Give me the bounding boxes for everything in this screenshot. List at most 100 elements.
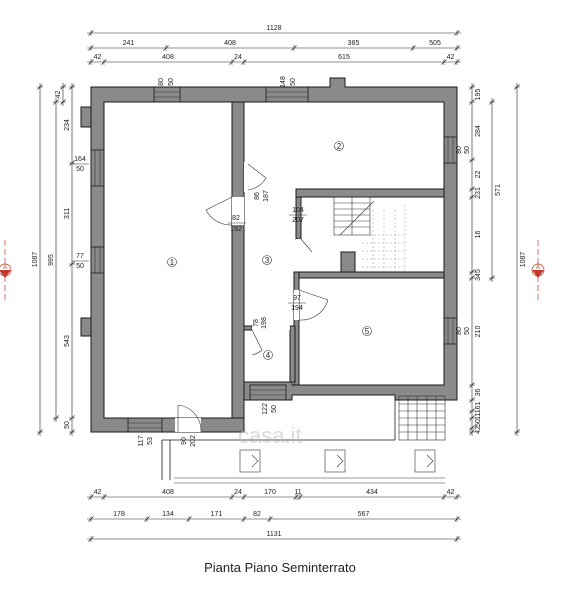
dim-bot-row2-2: 171	[211, 511, 223, 518]
door-swing-room5	[298, 289, 329, 321]
window-left-1	[90, 149, 105, 187]
open-w-right2-width: 80	[456, 327, 463, 335]
dim-bot-total-0: 1131	[266, 531, 281, 538]
dim-left-col2-0: 234	[64, 119, 71, 131]
dim-top-row2-1: 408	[224, 40, 236, 47]
open-d5-width: 97	[293, 295, 301, 302]
dim-right-col1-7: 36	[475, 389, 482, 397]
window-bottom-1	[127, 417, 163, 433]
open-d5-height: 194	[291, 305, 303, 312]
exterior-wall	[90, 77, 458, 433]
watermark: casa.it	[238, 423, 302, 448]
open-w-right2-height: 50	[464, 327, 471, 335]
door-swing-room1	[205, 196, 233, 226]
door-swing-room3-top	[247, 163, 267, 191]
dim-right-col1-5: 345	[475, 269, 482, 281]
windows	[90, 86, 458, 433]
dim-left-total-0: 1087	[32, 252, 39, 268]
open-w-left2-height: 50	[76, 263, 84, 270]
section-label-right: A	[536, 265, 540, 271]
dim-right-col1-6: 210	[475, 326, 482, 338]
dim-right-col1-4: 16	[475, 231, 482, 239]
interior-wall-room2-bottom	[295, 188, 445, 198]
dim-top-row2-0: 241	[123, 40, 135, 47]
open-w-right1-width: 80	[456, 146, 463, 154]
open-w-left1-width: 164	[74, 156, 86, 163]
dim-left-col3-0: 42	[55, 91, 62, 99]
interior-wall-room4-top	[243, 325, 253, 331]
room-label-5: 5	[365, 327, 370, 336]
open-dstair-width: 104	[292, 207, 304, 214]
dim-right-col1-3: 231	[475, 187, 482, 199]
dim-right-col1-10: 50	[475, 419, 482, 427]
interior-wall-room4-right	[289, 325, 296, 383]
dim-right-col1-1: 284	[475, 125, 482, 137]
dim-right-col1-2: 22	[475, 171, 482, 179]
open-w-bot2-height: 50	[271, 405, 278, 413]
dim-top-row3-2: 24	[234, 54, 242, 61]
dim-bot-row2-4: 567	[358, 511, 370, 518]
open-w-top1-height: 50	[168, 78, 175, 86]
open-w-top2-width: 148	[280, 76, 287, 88]
plan-title: Pianta Piano Seminterrato	[204, 560, 356, 575]
open-w-bot1-width: 117	[138, 435, 145, 446]
door-swing-room4	[251, 329, 263, 356]
door-swing-stair	[300, 238, 313, 253]
dim-right-col1-0: 195	[475, 89, 482, 101]
room-label-3: 3	[265, 256, 270, 265]
dim-bot-row2-1: 134	[162, 511, 174, 518]
pilaster-left-top	[80, 106, 92, 128]
dim-right-col1-9: 111	[475, 409, 482, 420]
dim-bot-row1-6: 42	[447, 489, 455, 496]
window-top-2	[265, 86, 309, 103]
dim-bot-row2-3: 82	[253, 511, 261, 518]
open-d13-height: 192	[230, 226, 242, 233]
open-d32-height: 187	[263, 190, 270, 202]
open-w-right1-height: 50	[464, 146, 471, 154]
dim-top-row3-3: 615	[338, 54, 350, 61]
open-w-top2-height: 50	[290, 78, 297, 86]
door-swing-entry	[177, 404, 202, 433]
open-w-bot2-width: 122	[262, 403, 269, 415]
dim-right-col1-11: 42	[475, 426, 482, 434]
open-w-left2-width: 77	[76, 253, 84, 260]
dim-right-col2-0: 571	[495, 184, 502, 196]
room-label-4: 4	[266, 351, 271, 360]
section-label-left: A	[3, 265, 7, 271]
room-label-1: 1	[170, 258, 175, 267]
interior-wall-stair-stub	[340, 251, 356, 273]
dim-top-row3-0: 42	[94, 54, 102, 61]
section-marker-right: A	[531, 240, 545, 300]
room-label-2: 2	[337, 142, 342, 151]
walls	[80, 77, 458, 433]
dim-top-row3-1: 408	[162, 54, 174, 61]
opening-labels: 80 50 148 50 164 50 77 50 82 192 86 187 …	[72, 76, 471, 447]
open-w-bot1-height: 53	[147, 437, 154, 445]
stairs-exterior	[398, 395, 446, 441]
pilaster-left-bottom	[80, 317, 92, 337]
dim-bot-row1-5: 434	[366, 489, 378, 496]
window-bottom-2	[249, 384, 287, 401]
dim-top-row2-3: 505	[429, 40, 441, 47]
dim-bot-row1-3: 170	[264, 489, 276, 496]
doors	[175, 162, 329, 433]
dim-left-col2b-0: 995	[48, 254, 55, 266]
open-w-top1-width: 80	[158, 78, 165, 86]
railing-exterior	[161, 400, 445, 484]
dim-bot-row2-0: 178	[113, 511, 125, 518]
dim-right-total-0: 1087	[520, 252, 527, 268]
section-marker-left: A	[0, 240, 12, 300]
window-left-2	[90, 246, 105, 274]
dim-left-col2-1: 311	[64, 208, 71, 219]
room-labels: 1 2 3 4 5	[167, 141, 372, 360]
dim-bot-row1-0: 42	[94, 489, 102, 496]
open-d13-width: 82	[232, 215, 240, 222]
open-dentry-height: 202	[190, 435, 197, 447]
window-right-2	[443, 317, 458, 345]
window-right-1	[443, 136, 458, 164]
dim-top-row2-2: 385	[348, 40, 360, 47]
open-dentry-width: 90	[181, 437, 188, 445]
dim-bot-row1-4: 11	[294, 489, 301, 496]
